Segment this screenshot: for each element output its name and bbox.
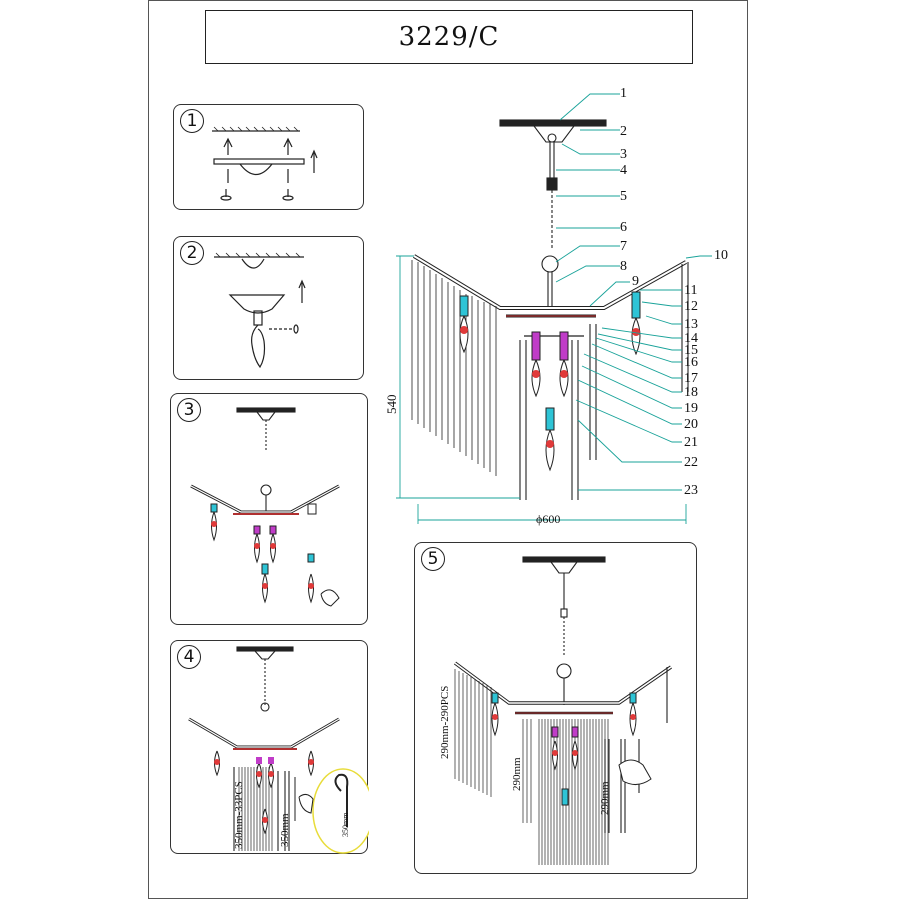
model-title-box: 3229/C <box>205 10 693 64</box>
step-3-bulbs <box>210 503 340 607</box>
step-5-panel: 5 <box>414 542 697 874</box>
height-dimension-label: 540 <box>384 394 399 415</box>
callout-9: 9 <box>632 274 639 289</box>
callout-17: 17 <box>684 371 698 386</box>
step-1-panel: 1 <box>173 104 364 210</box>
bulb-installation-illustration <box>190 407 340 607</box>
step-5-number: 5 <box>421 547 445 571</box>
callout-16: 16 <box>684 355 698 370</box>
callout-23: 23 <box>684 483 698 498</box>
step-3-panel: 3 <box>170 393 368 625</box>
step-2-number: 2 <box>180 241 204 265</box>
step-4-number: 4 <box>177 645 201 669</box>
ceiling-plate-mounting-illustration <box>212 126 318 201</box>
callout-12: 12 <box>684 299 698 314</box>
main-bulbs <box>459 291 641 472</box>
callout-18: 18 <box>684 385 698 400</box>
callout-1: 1 <box>620 86 627 101</box>
callout-20: 20 <box>684 417 698 432</box>
callout-3: 3 <box>620 147 627 162</box>
assembled-chandelier-illustration <box>453 556 672 865</box>
callout-19: 19 <box>684 401 698 416</box>
callout-11: 11 <box>684 283 698 298</box>
diameter-dimension-label: ϕ600 <box>536 512 561 526</box>
step-1-number: 1 <box>180 109 204 133</box>
step-4-panel: 4 <box>170 640 369 854</box>
callout-13: 13 <box>684 317 698 332</box>
callout-2: 2 <box>620 124 627 139</box>
callout-15: 15 <box>684 343 698 358</box>
model-number: 3229/C <box>398 22 500 52</box>
canopy-hook-illustration <box>214 252 306 369</box>
callout-4: 4 <box>620 163 627 178</box>
callout-10: 10 <box>714 248 728 263</box>
callout-6: 6 <box>620 220 627 235</box>
callout-leaders <box>396 93 712 524</box>
callout-22: 22 <box>684 455 698 470</box>
step-3-number: 3 <box>177 398 201 422</box>
callout-21: 21 <box>684 435 698 450</box>
callout-5: 5 <box>620 189 627 204</box>
callout-8: 8 <box>620 259 627 274</box>
rod-installation-illustration <box>188 646 369 854</box>
step-2-panel: 2 <box>173 236 364 380</box>
callout-14: 14 <box>684 331 698 346</box>
callout-7: 7 <box>620 239 627 254</box>
drawing-sheet <box>148 0 748 899</box>
